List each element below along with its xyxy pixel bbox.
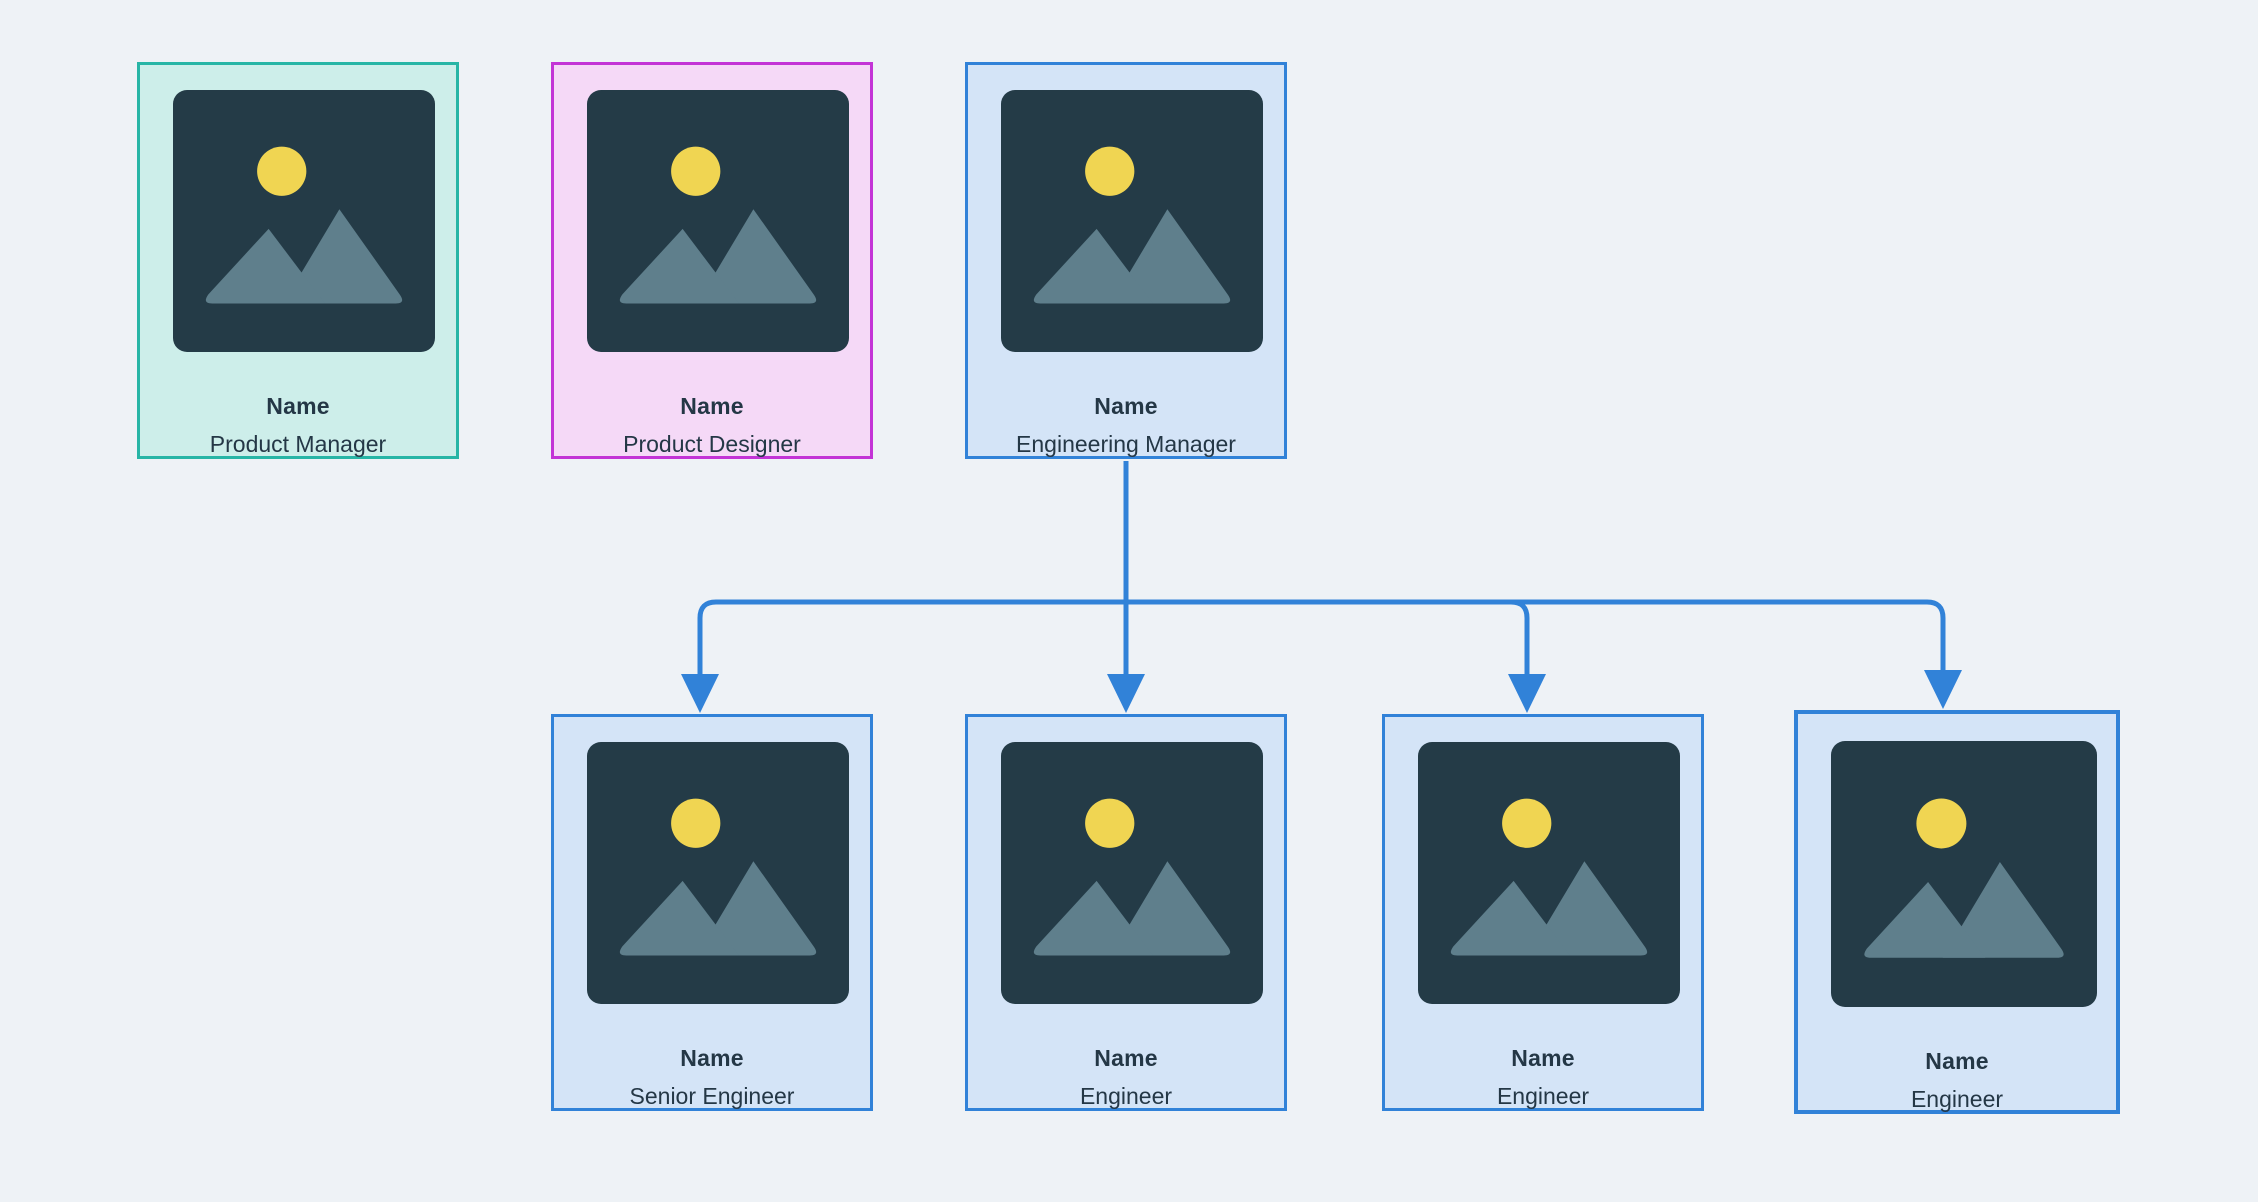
image-placeholder-glyph	[1450, 798, 1648, 956]
image-placeholder-icon	[587, 742, 849, 1004]
person-role: Engineer	[1079, 1083, 1173, 1109]
image-placeholder-glyph	[1033, 146, 1231, 304]
person-role: Engineer	[1496, 1083, 1590, 1109]
image-placeholder-glyph	[1033, 798, 1231, 956]
image-placeholder-glyph	[205, 146, 403, 304]
person-role: Engineer	[1910, 1086, 2004, 1112]
person-name: Name	[680, 393, 744, 419]
image-placeholder-glyph	[619, 146, 817, 304]
connector-to-engineer-2	[1126, 599, 1547, 714]
person-role: Product Designer	[623, 431, 801, 457]
person-name: Name	[1925, 1048, 1989, 1074]
image-placeholder-icon	[587, 90, 849, 352]
person-name: Name	[680, 1045, 744, 1071]
connector-to-senior-engineer	[681, 599, 1126, 714]
image-placeholder-icon	[1001, 90, 1263, 352]
image-placeholder-glyph	[1864, 798, 2064, 958]
image-placeholder-icon	[1001, 742, 1263, 1004]
image-placeholder-icon	[173, 90, 435, 352]
person-role: Engineering Manager	[1016, 431, 1236, 457]
image-placeholder-glyph	[619, 798, 817, 956]
person-role: Senior Engineer	[629, 1083, 795, 1109]
person-name: Name	[1094, 1045, 1158, 1071]
person-role: Product Manager	[209, 431, 387, 457]
person-name: Name	[266, 393, 330, 419]
person-name: Name	[1094, 393, 1158, 419]
image-placeholder-icon	[1418, 742, 1680, 1004]
person-name: Name	[1511, 1045, 1575, 1071]
connector-to-engineer-3	[1126, 599, 1963, 710]
image-placeholder-icon	[1831, 741, 2097, 1007]
